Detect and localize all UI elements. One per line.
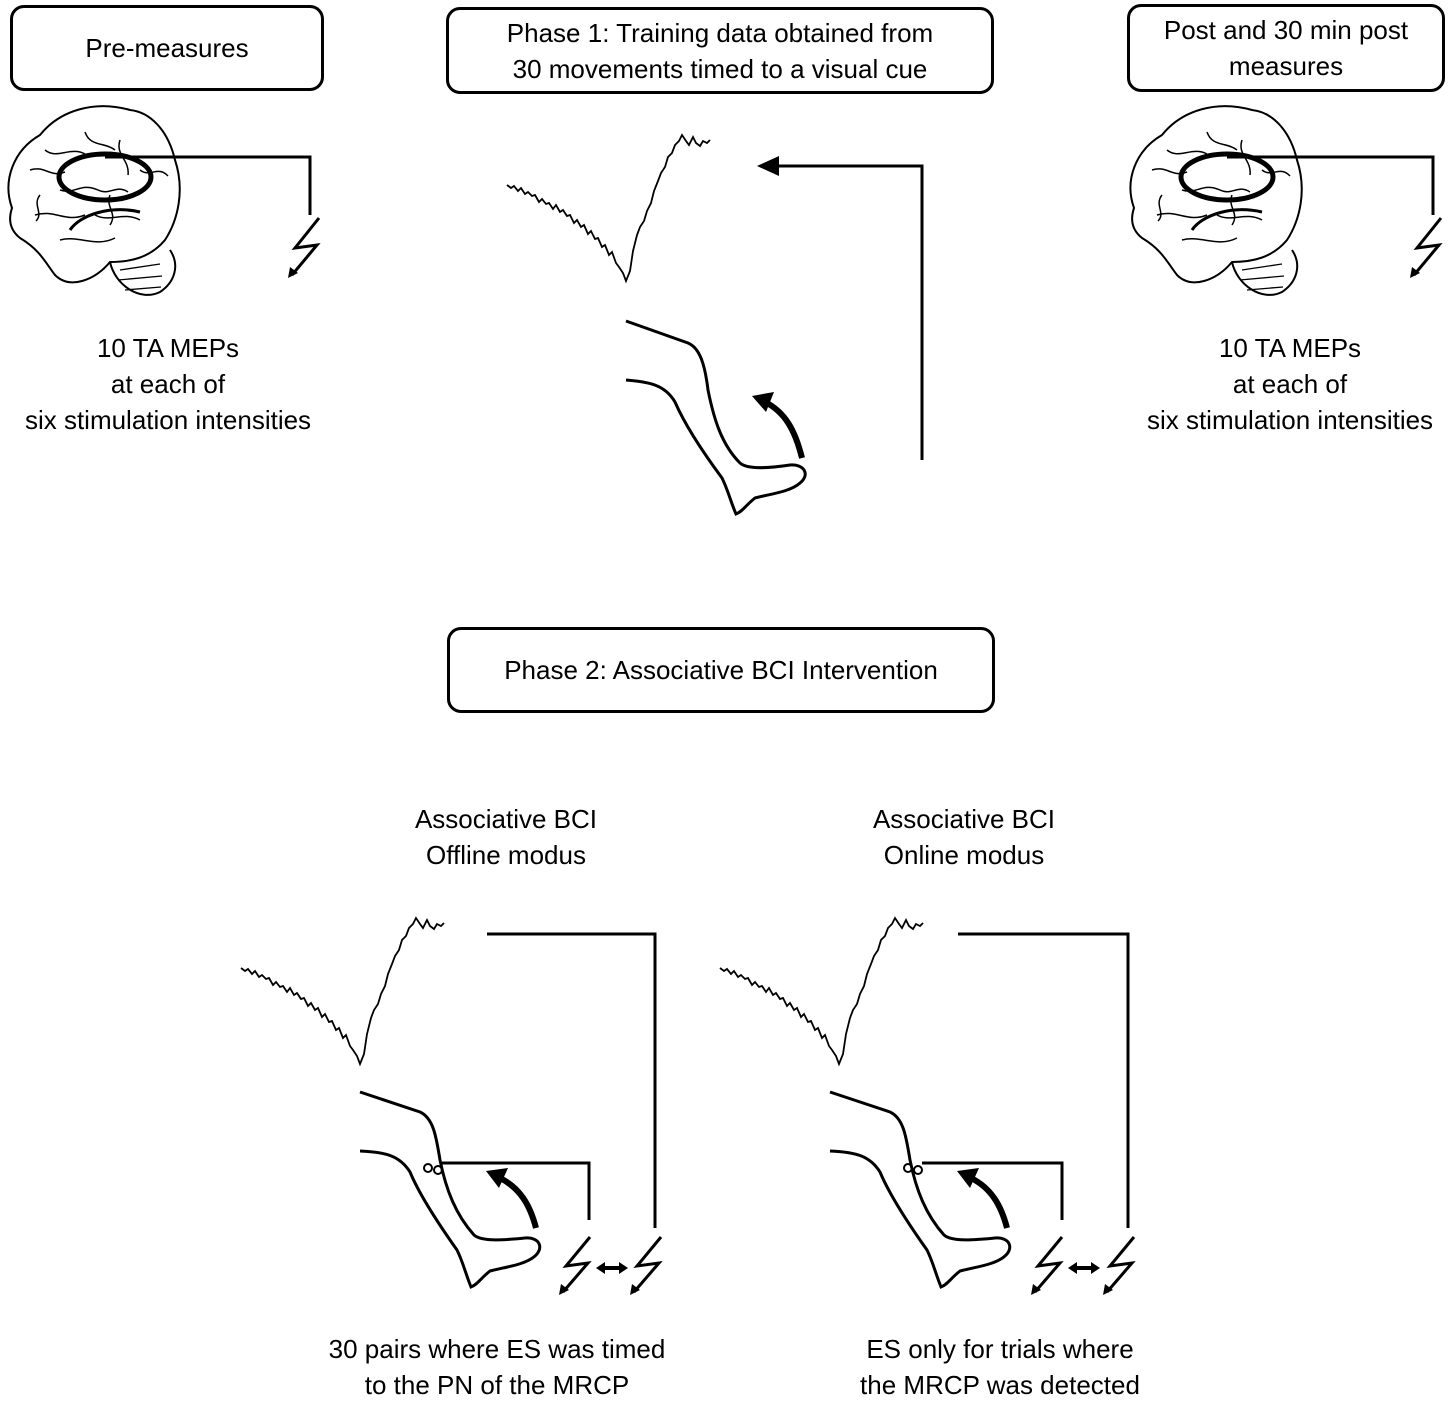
pre-measures-label: Pre-measures [85, 33, 249, 63]
offline-electrode-line [442, 1161, 591, 1220]
online-title-line1: Associative BCI [872, 804, 1056, 834]
offline-mrcp-line [487, 932, 657, 1228]
offline-caption: 30 pairs where ES was timed to the PN of… [297, 1331, 697, 1403]
offline-movement-arrow-icon [498, 1175, 539, 1229]
online-es-lightning-bolt-icon [1033, 1236, 1064, 1293]
phase2-box: Phase 2: Associative BCI Intervention [447, 627, 995, 713]
pre-measures-box: Pre-measures [10, 5, 324, 91]
post-measures-line2: measures [1228, 51, 1344, 81]
phase1-line2: 30 movements timed to a visual cue [512, 53, 928, 84]
phase1-box: Phase 1: Training data obtained from 30 … [446, 7, 994, 94]
offline-movement-arrowhead [486, 1168, 508, 1188]
pre-caption-line3: six stimulation intensities [24, 405, 312, 435]
online-pn-lightning-bolt-icon [1105, 1236, 1136, 1293]
pre-caption-line1: 10 TA MEPs [96, 333, 240, 363]
online-caption-line1: ES only for trials where [866, 1334, 1134, 1364]
online-title-line2: Online modus [883, 840, 1045, 870]
online-pn-bolt-arrowhead [1103, 1284, 1113, 1295]
offline-es-lightning-bolt-icon [561, 1236, 592, 1293]
online-title: Associative BCI Online modus [814, 801, 1114, 873]
phase1-line1: Phase 1: Training data obtained from [506, 17, 934, 48]
offline-title-line1: Associative BCI [414, 804, 598, 834]
post-coil-cable [1227, 155, 1435, 215]
pre-measures-caption: 10 TA MEPs at each of six stimulation in… [8, 330, 328, 438]
offline-caption-line1: 30 pairs where ES was timed [328, 1334, 666, 1364]
online-leg-icon [829, 1090, 1012, 1289]
offline-caption-line2: to the PN of the MRCP [364, 1370, 630, 1400]
pre-coil-cable [105, 155, 312, 215]
online-electrode-line [922, 1161, 1064, 1220]
phase2-label: Phase 2: Associative BCI Intervention [504, 655, 938, 685]
online-double-arrow-icon [1068, 1262, 1100, 1274]
offline-pn-bolt-arrowhead [630, 1284, 640, 1295]
post-tms-coil-icon [1178, 151, 1276, 203]
phase1-feedback-line [775, 164, 924, 460]
phase1-mrcp-waveform-icon [506, 134, 711, 282]
phase1-movement-arrow-icon [763, 399, 805, 459]
online-movement-arrow-icon [969, 1175, 1010, 1229]
offline-title-line2: Offline modus [426, 840, 586, 870]
pre-bolt-arrowhead [288, 267, 298, 278]
post-measures-line1: Post and 30 min post [1163, 15, 1409, 45]
offline-mrcp-waveform-icon [240, 917, 445, 1065]
phase1-leg-icon [625, 319, 807, 516]
offline-double-arrow-icon [596, 1262, 628, 1274]
post-caption-line3: six stimulation intensities [1146, 405, 1434, 435]
offline-es-bolt-arrowhead [559, 1284, 569, 1295]
offline-electrode-icon [423, 1163, 443, 1175]
online-electrode-icon [903, 1163, 923, 1175]
post-bolt-arrowhead [1410, 267, 1420, 278]
pre-caption-line2: at each of [110, 369, 226, 399]
phase1-feedback-arrowhead [757, 156, 779, 176]
post-caption-line2: at each of [1232, 369, 1348, 399]
online-mrcp-line [958, 932, 1130, 1228]
online-caption-line2: the MRCP was detected [860, 1370, 1140, 1400]
post-caption-line1: 10 TA MEPs [1218, 333, 1362, 363]
offline-title: Associative BCI Offline modus [356, 801, 656, 873]
post-measures-caption: 10 TA MEPs at each of six stimulation in… [1130, 330, 1450, 438]
online-caption: ES only for trials where the MRCP was de… [800, 1331, 1200, 1403]
post-lightning-bolt-icon [1412, 217, 1443, 276]
offline-pn-lightning-bolt-icon [632, 1236, 663, 1293]
online-es-bolt-arrowhead [1031, 1284, 1041, 1295]
offline-leg-icon [359, 1090, 542, 1289]
post-measures-box: Post and 30 min post measures [1127, 4, 1445, 92]
online-movement-arrowhead [957, 1168, 979, 1188]
pre-tms-coil-icon [56, 151, 154, 203]
pre-lightning-bolt-icon [290, 217, 321, 276]
phase1-movement-arrowhead [752, 392, 774, 412]
online-mrcp-waveform-icon [719, 917, 924, 1065]
